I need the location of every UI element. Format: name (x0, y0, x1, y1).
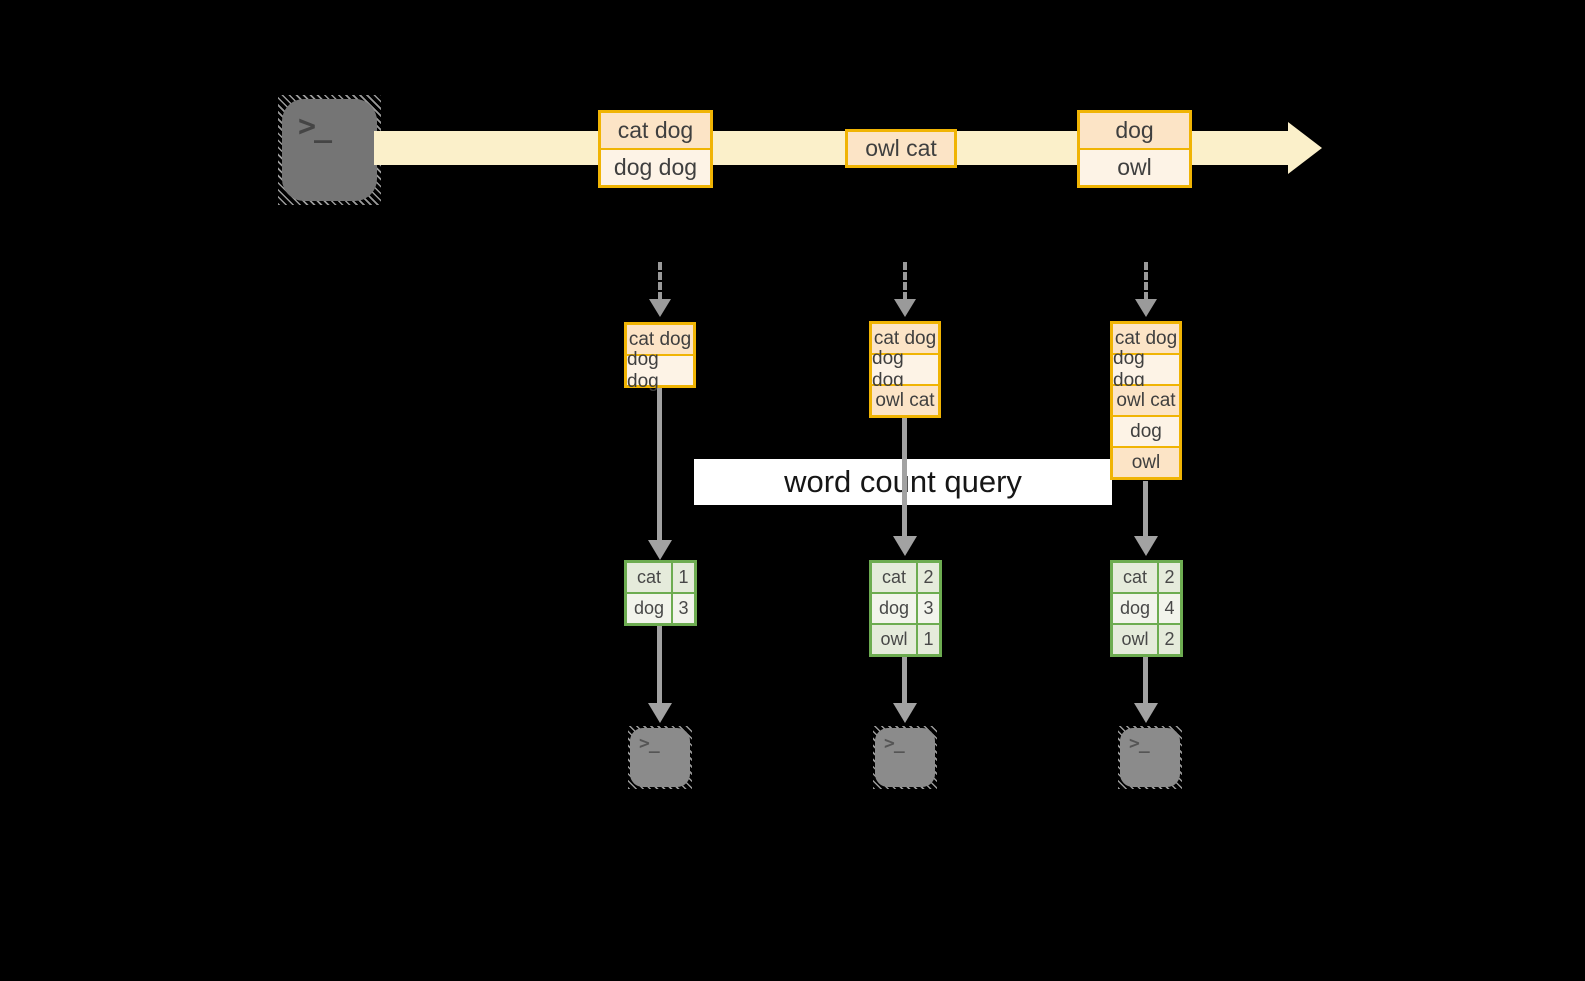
buffer-line: dog dog (1113, 348, 1179, 391)
sink-terminal-icon: >_ (1118, 726, 1182, 789)
terminal-prompt-icon: >_ (639, 733, 660, 754)
table-cell-word: cat (872, 563, 916, 592)
query-arrow-head-icon (1134, 536, 1158, 556)
word-count-table: cat 2 dog 4 owl 2 (1110, 560, 1183, 657)
table-cell-word: owl (1113, 625, 1157, 654)
event-line: dog (1080, 113, 1189, 148)
buffer-line: cat dog (1113, 324, 1179, 353)
stream-arrow-head-icon (1288, 122, 1322, 174)
buffer-line: dog dog (872, 348, 938, 391)
table-cell-count: 1 (918, 625, 939, 654)
stream-event-box: owl cat (845, 129, 957, 168)
buffer-line: cat dog (627, 325, 693, 354)
terminal-body (282, 99, 377, 201)
buffer-line: owl cat (1113, 386, 1179, 415)
table-cell-word: dog (627, 594, 671, 623)
terminal-body (1120, 728, 1180, 787)
table-cell-count: 4 (1159, 594, 1180, 623)
table-cell-count: 1 (673, 563, 694, 592)
query-arrow (902, 418, 907, 538)
stream-event-box: dog owl (1077, 110, 1192, 188)
buffer-stack: cat dog dog dog owl cat (869, 321, 941, 418)
query-arrow (657, 388, 662, 542)
terminal-prompt-icon: >_ (1129, 733, 1150, 754)
terminal-body (630, 728, 690, 787)
source-terminal-icon: >_ (278, 95, 381, 205)
table-cell-word: dog (1113, 594, 1157, 623)
table-cell-count: 2 (1159, 625, 1180, 654)
table-cell-word: cat (1113, 563, 1157, 592)
query-arrow (1143, 481, 1148, 538)
terminal-prompt-icon: >_ (884, 733, 905, 754)
sink-terminal-icon: >_ (628, 726, 692, 789)
table-cell-count: 3 (673, 594, 694, 623)
query-arrow-head-icon (648, 540, 672, 560)
terminal-prompt-icon: >_ (298, 109, 332, 144)
sink-arrow (657, 626, 662, 705)
query-arrow-head-icon (893, 536, 917, 556)
dashed-arrow (1144, 262, 1148, 300)
event-line: owl (1080, 150, 1189, 185)
buffer-line: cat dog (872, 324, 938, 353)
table-cell-count: 3 (918, 594, 939, 623)
sink-terminal-icon: >_ (873, 726, 937, 789)
table-cell-word: dog (872, 594, 916, 623)
word-count-table: cat 1 dog 3 (624, 560, 697, 626)
event-line: dog dog (601, 150, 710, 185)
terminal-body (875, 728, 935, 787)
sink-arrow-head-icon (1134, 703, 1158, 723)
dashed-arrow (903, 262, 907, 300)
stream-event-box: cat dog dog dog (598, 110, 713, 188)
dashed-arrow (658, 262, 662, 300)
buffer-stack: cat dog dog dog owl cat dog owl (1110, 321, 1182, 480)
buffer-stack: cat dog dog dog (624, 322, 696, 392)
buffer-line: dog (1113, 417, 1179, 446)
sink-arrow-head-icon (648, 703, 672, 723)
sink-arrow (902, 657, 907, 705)
dashed-arrow-head-icon (649, 299, 671, 317)
event-line: cat dog (601, 113, 710, 148)
dashed-arrow-head-icon (1135, 299, 1157, 317)
buffer-line: owl (1113, 448, 1179, 477)
sink-arrow (1143, 657, 1148, 705)
event-line: owl cat (848, 132, 954, 165)
dashed-arrow-head-icon (894, 299, 916, 317)
table-cell-count: 2 (1159, 563, 1180, 592)
table-cell-word: owl (872, 625, 916, 654)
sink-arrow-head-icon (893, 703, 917, 723)
buffer-line: dog dog (627, 349, 693, 392)
table-cell-count: 2 (918, 563, 939, 592)
word-count-table: cat 2 dog 3 owl 1 (869, 560, 942, 657)
buffer-line: owl cat (872, 386, 938, 415)
table-cell-word: cat (627, 563, 671, 592)
